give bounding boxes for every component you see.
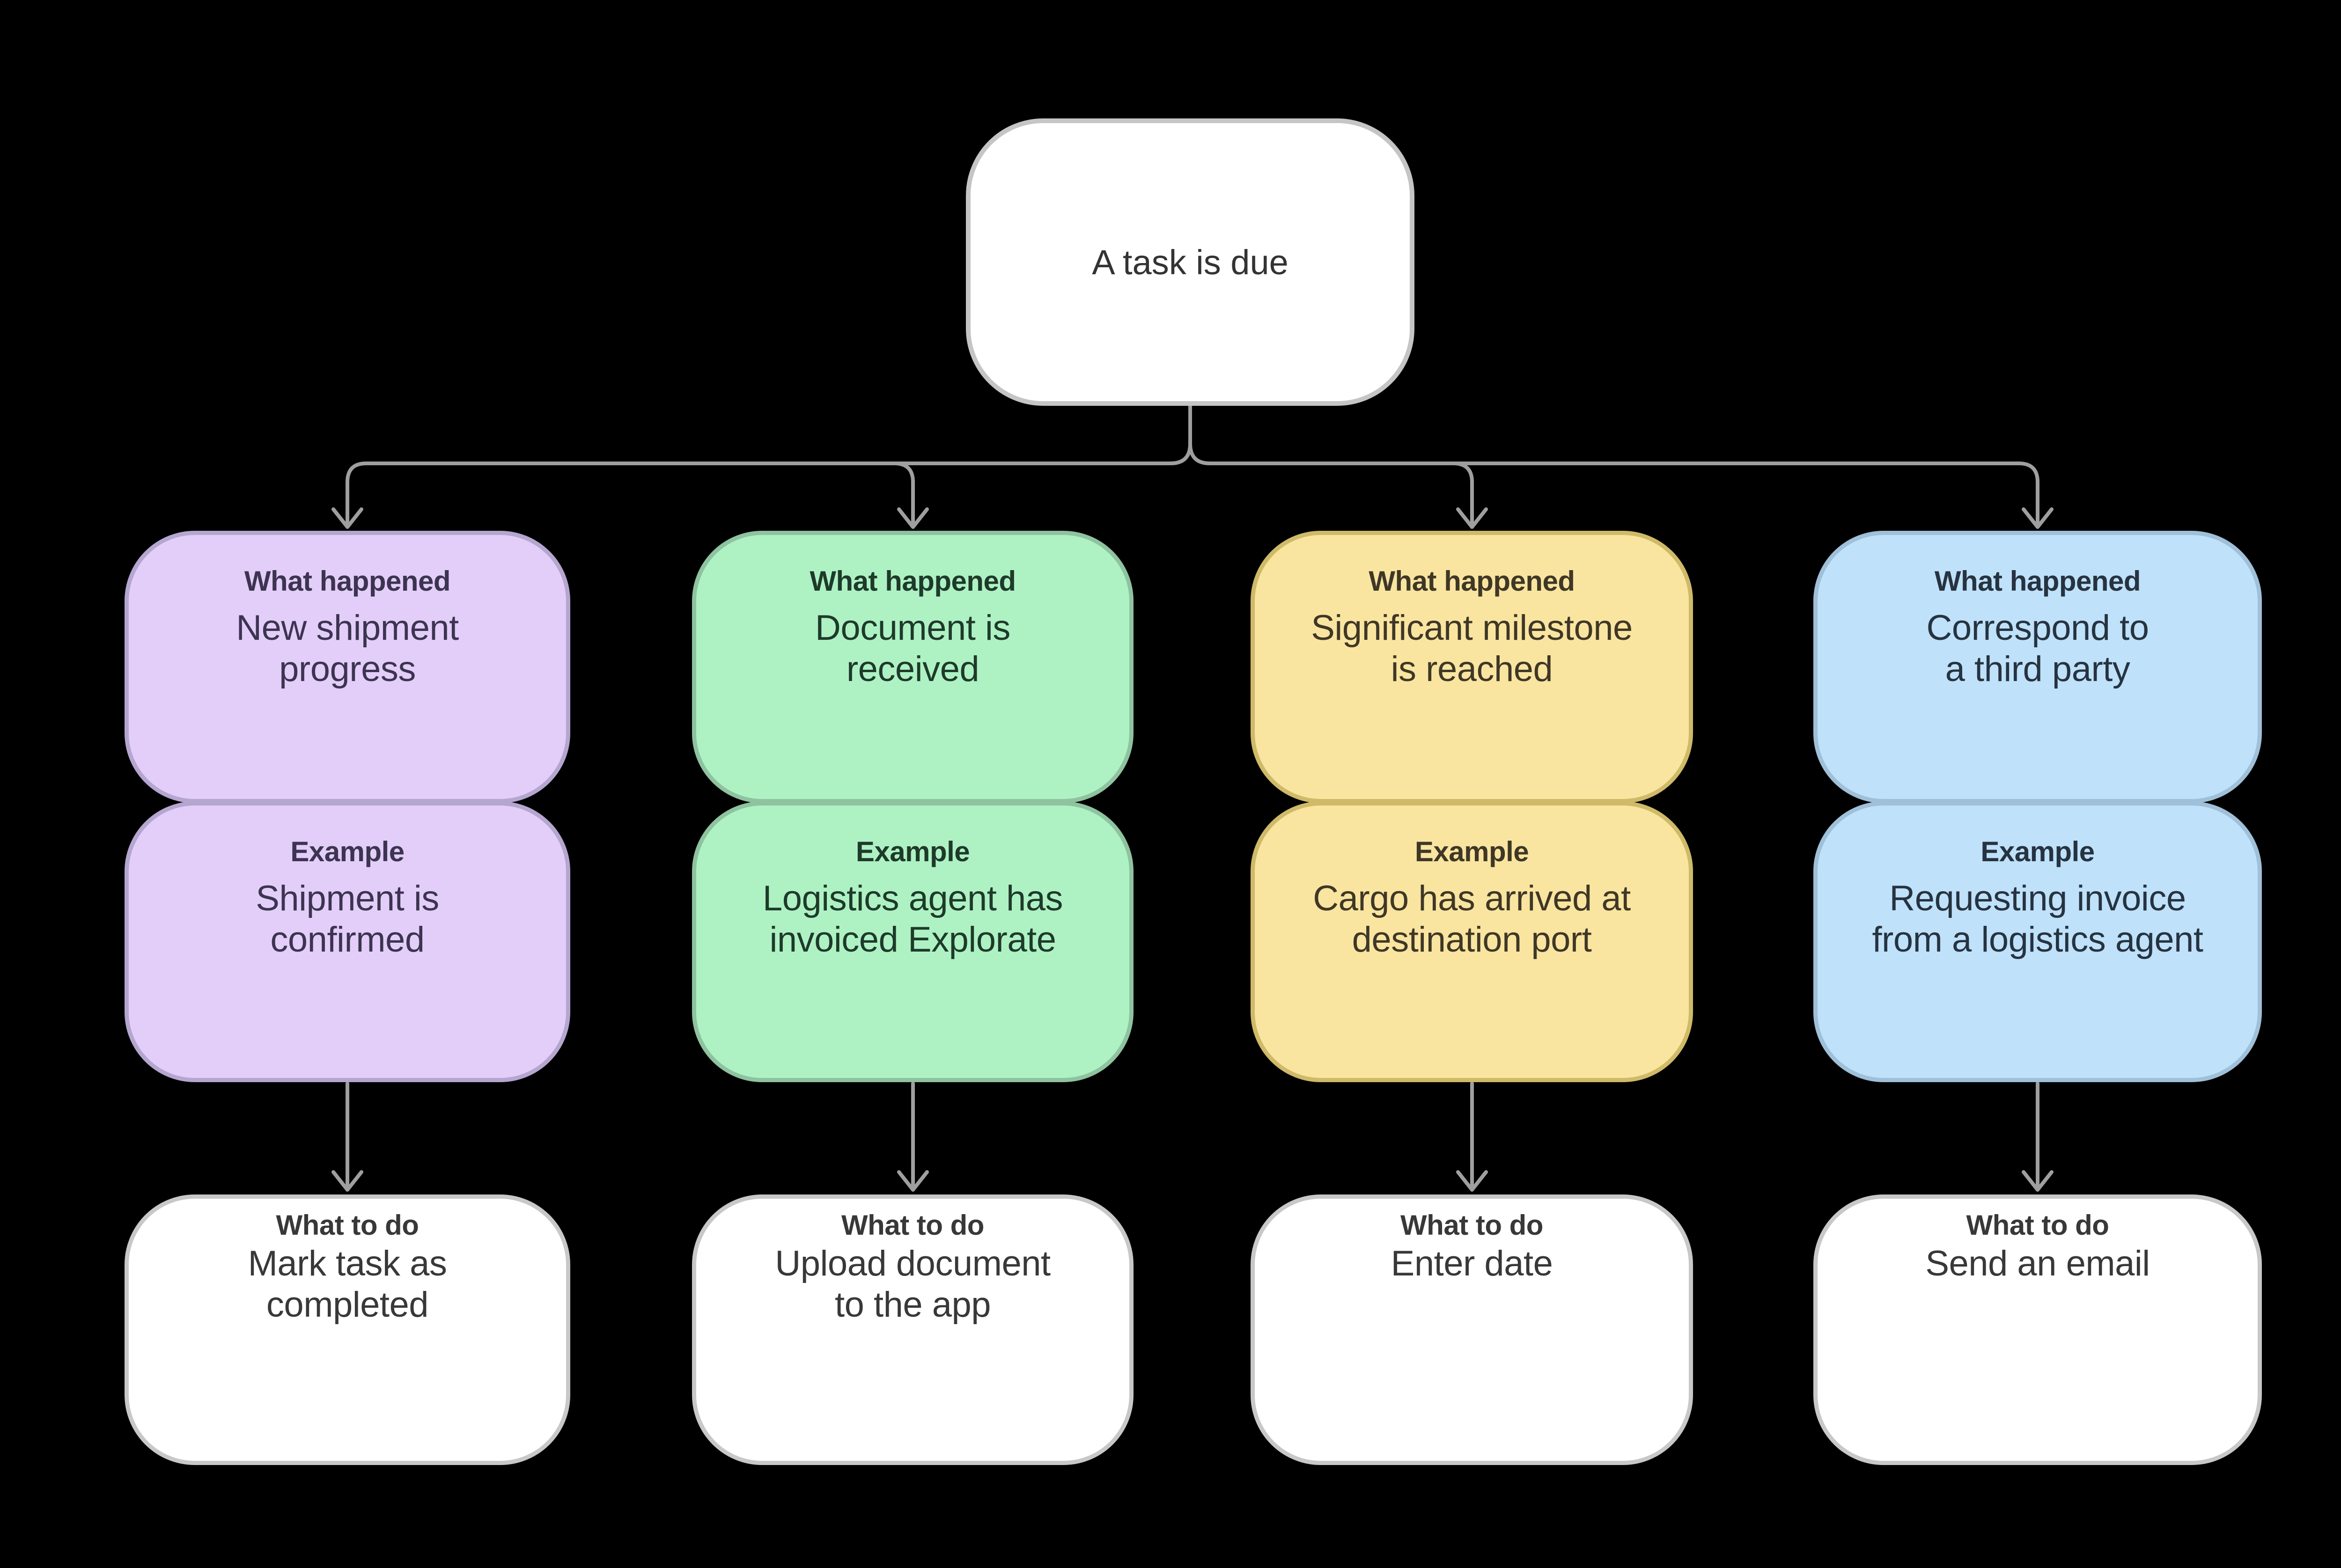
card-title: Example [1414,836,1529,867]
card-title: What to do [276,1209,419,1241]
card-title: What happened [244,565,451,597]
connector-drop-yellow [1451,462,1474,526]
what-to-do-node-milestone-reached[interactable]: What to do Enter date [1251,1194,1693,1465]
root-node[interactable]: A task is due [966,118,1414,406]
connector-rail-right [1208,462,2039,526]
what-to-do-node-third-party[interactable]: What to do Send an email [1813,1194,2262,1465]
card-title: What to do [1966,1209,2109,1241]
arrowhead-todo-green [897,1170,929,1192]
arrowhead-blue [2022,507,2054,529]
arrowhead-yellow [1456,507,1488,529]
arrowhead-todo-purple [331,1170,363,1192]
card-body: Enter date [1391,1244,1553,1283]
card-title: What to do [1400,1209,1543,1241]
connector-root-flare-left [1169,442,1192,465]
card-title: Example [290,836,405,867]
card-title: Example [855,836,970,867]
card-body: Send an email [1925,1244,2150,1283]
card-title: Example [1980,836,2095,867]
card-title: What happened [1934,565,2141,597]
connector-rail-left [346,462,1172,526]
arrowhead-green [897,507,929,529]
card-title: What happened [1369,565,1575,597]
card-title: What to do [841,1209,984,1241]
arrowhead-purple [331,507,363,529]
root-node-label: A task is due [1092,242,1288,282]
connector-root-flare-right [1188,442,1212,465]
arrowhead-todo-yellow [1456,1170,1488,1192]
arrowhead-todo-blue [2022,1170,2054,1192]
connector-drop-green [892,462,915,526]
card-title: What happened [810,565,1016,597]
